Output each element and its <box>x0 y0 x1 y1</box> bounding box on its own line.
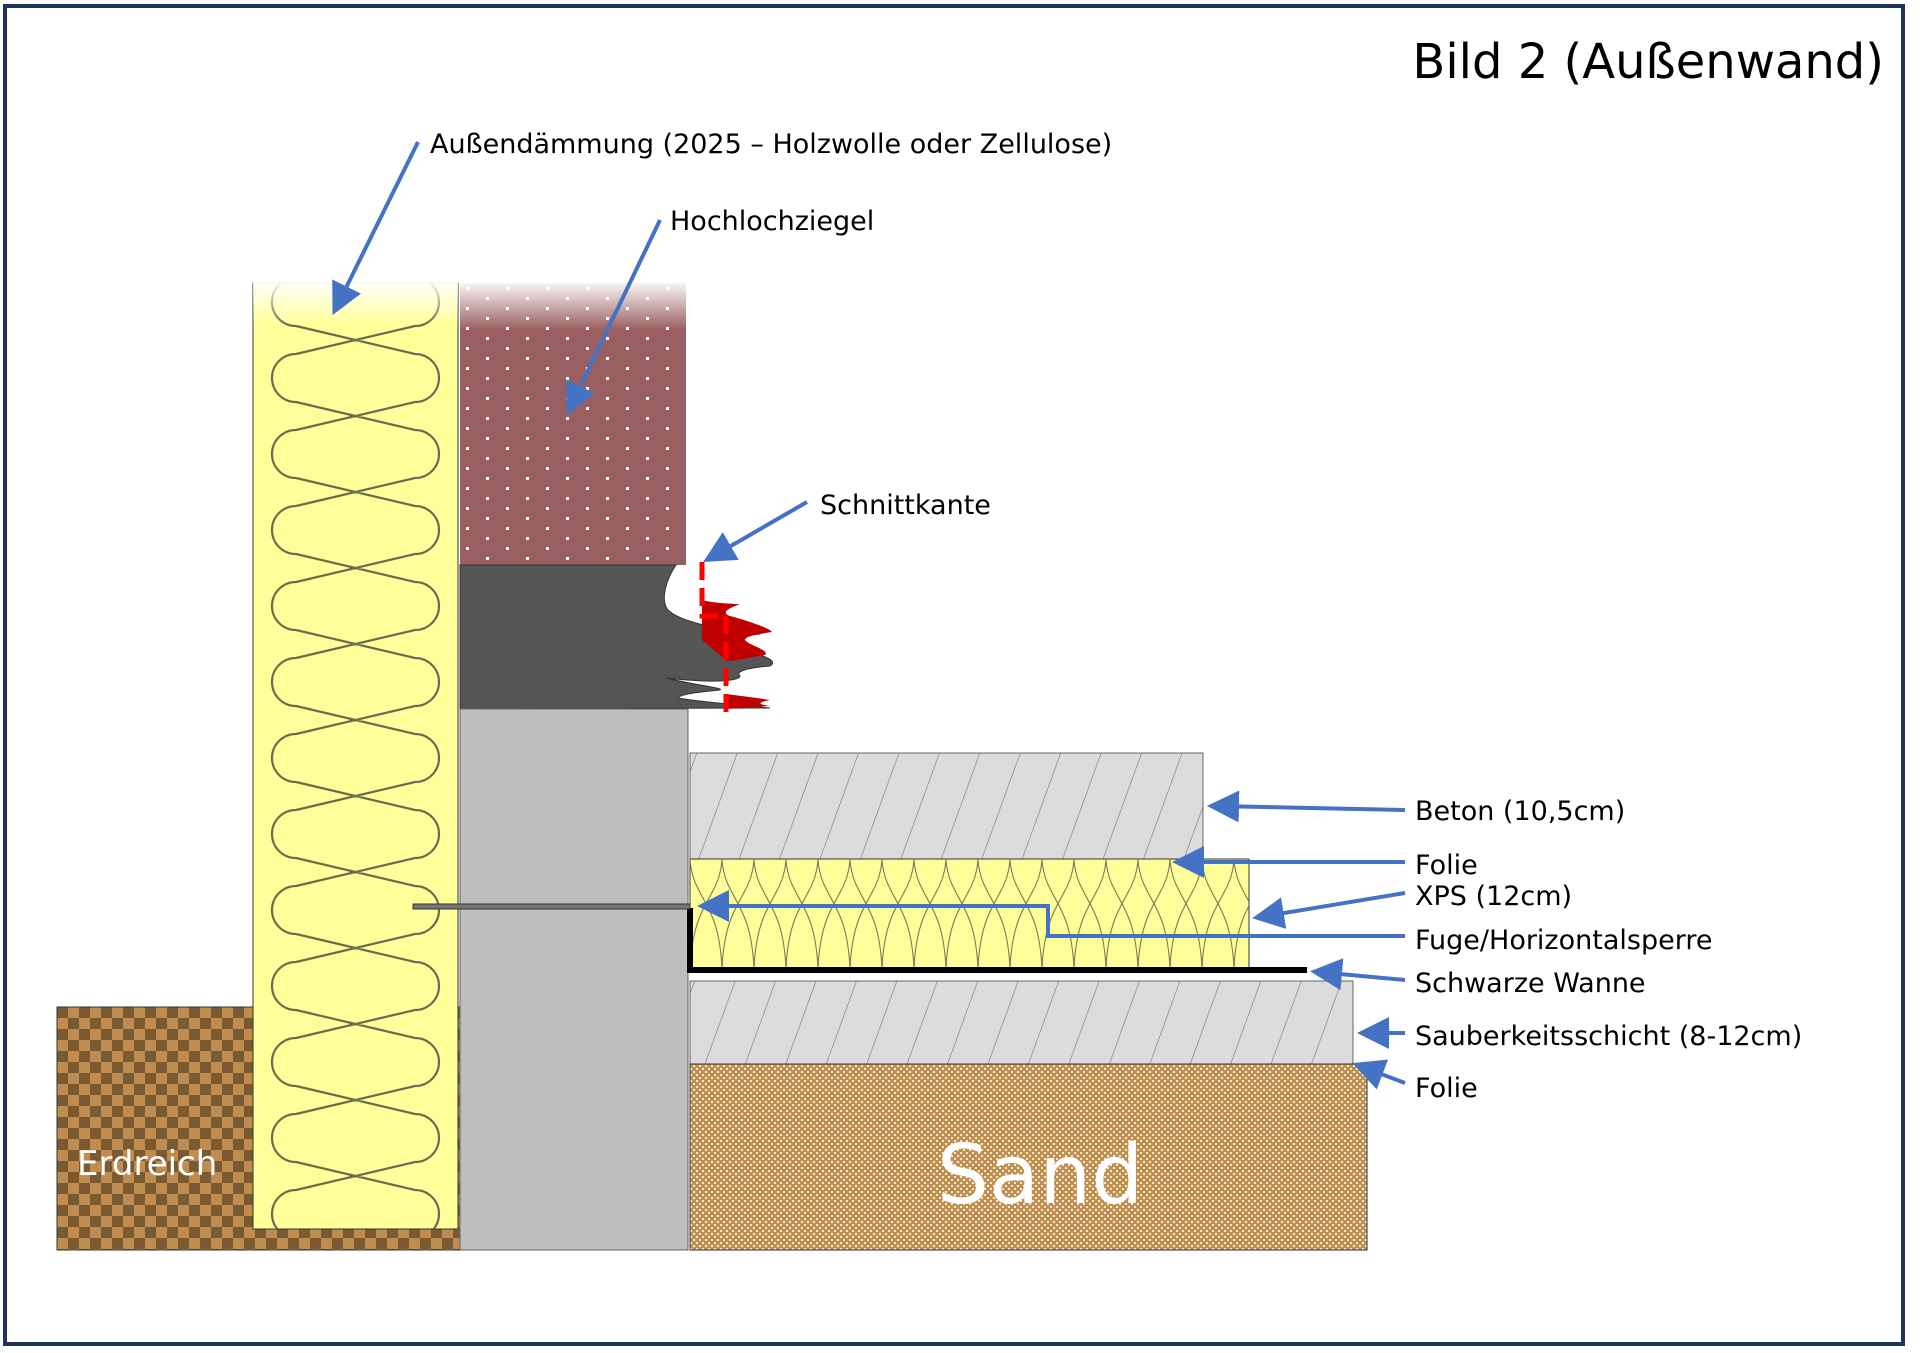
xps-insulation <box>689 858 1250 969</box>
beton-slab <box>689 752 1204 860</box>
label-sauberkeitsschicht: Sauberkeitsschicht (8-12cm) <box>1415 1021 1802 1052</box>
label-aussendaemmung: Außendämmung (2025 – Holzwolle oder Zell… <box>430 129 1112 160</box>
cut-edge-red-1 <box>702 600 772 661</box>
label-xps: XPS (12cm) <box>1415 881 1572 912</box>
schwarze-wanne-membrane <box>687 908 1307 973</box>
cut-edge-band <box>459 564 773 710</box>
cut-line <box>699 562 729 712</box>
hochlochziegel-brick <box>460 280 686 565</box>
fuge-bar <box>412 903 691 910</box>
arrow-folie-bottom <box>1352 1059 1406 1090</box>
arrow-fuge <box>697 890 1405 938</box>
label-fuge: Fuge/Horizontalsperre <box>1415 925 1712 956</box>
annotation-arrows <box>332 141 1406 1090</box>
label-schwarze-wanne: Schwarze Wanne <box>1415 968 1646 999</box>
erdreich-label: Erdreich <box>77 1144 217 1184</box>
label-hochlochziegel: Hochlochziegel <box>670 206 874 237</box>
arrow-schwarze-wanne <box>1310 958 1406 991</box>
diagram-title: Bild 2 (Außenwand) <box>1412 34 1884 90</box>
label-beton: Beton (10,5cm) <box>1415 796 1625 827</box>
arrow-schnittkante <box>703 500 808 562</box>
sand-region <box>689 1063 1368 1251</box>
arrow-hochlochziegel <box>565 219 662 416</box>
exterior-insulation <box>252 280 459 1230</box>
arrow-beton <box>1207 790 1406 823</box>
sauberkeitsschicht <box>689 980 1354 1065</box>
concrete-wall <box>459 708 689 1251</box>
cut-edge-red-2 <box>726 694 770 709</box>
label-folie-bottom: Folie <box>1415 1073 1478 1104</box>
label-folie-top: Folie <box>1415 850 1478 881</box>
diagram-frame <box>3 4 1905 1346</box>
sand-label: Sand <box>937 1128 1143 1223</box>
label-schnittkante: Schnittkante <box>820 490 991 521</box>
arrow-xps <box>1252 891 1406 929</box>
arrow-aussendaemmung <box>332 141 420 316</box>
